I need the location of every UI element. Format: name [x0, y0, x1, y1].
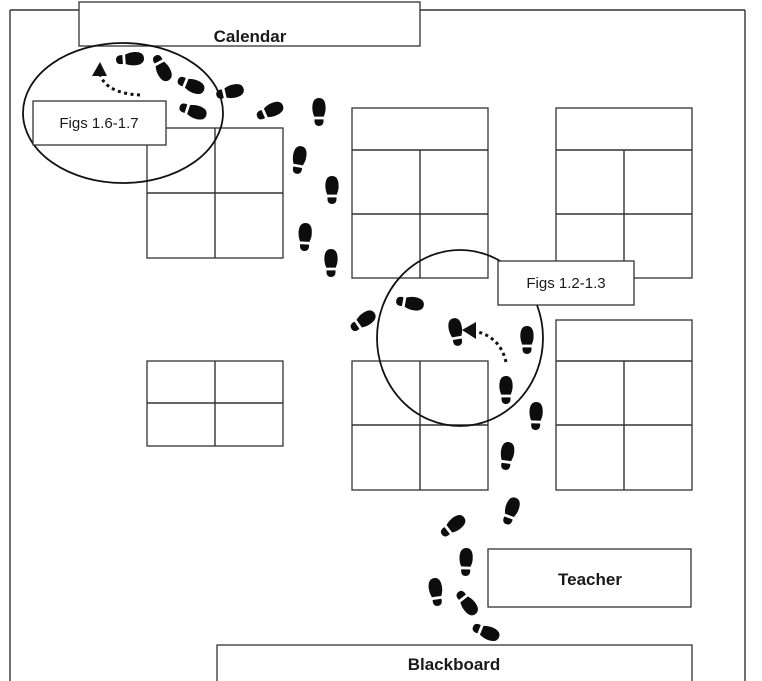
footprint-icon	[325, 176, 339, 204]
footprint-icon	[312, 98, 326, 126]
footprint-icon	[177, 76, 205, 95]
footprint-icon	[456, 590, 478, 616]
calendar-board: Calendar	[78, 1, 421, 47]
footprint-trail	[116, 52, 543, 642]
callout-figs-1-2-1-3: Figs 1.2-1.3	[497, 260, 635, 306]
footprint-icon	[520, 326, 534, 354]
callout-figs-1-6-1-7-label: Figs 1.6-1.7	[59, 115, 138, 132]
turn-arrow-middle	[462, 322, 508, 363]
footprint-icon	[448, 318, 463, 346]
footprint-icon	[298, 223, 312, 251]
footprint-icon	[179, 103, 207, 120]
footprint-icon	[440, 515, 466, 537]
footprint-icon	[350, 310, 376, 332]
footprint-icon	[256, 101, 284, 120]
callout-figs-1-2-1-3-label: Figs 1.2-1.3	[526, 275, 605, 292]
desk-cluster-middle-left	[146, 360, 284, 447]
footprint-icon	[500, 442, 515, 470]
footprint-icon	[116, 52, 144, 66]
callout-figs-1-6-1-7: Figs 1.6-1.7	[32, 100, 167, 146]
footprint-icon	[216, 84, 244, 99]
turn-arrow-top-left	[92, 62, 141, 97]
footprint-icon	[529, 402, 543, 430]
teacher-label: Teacher	[558, 570, 622, 589]
footprint-icon	[324, 249, 338, 277]
highlight-circle-top-left	[22, 42, 224, 184]
teacher-desk: Teacher	[487, 548, 692, 608]
footprint-icon	[459, 548, 473, 576]
desk-cluster-top-right	[555, 107, 693, 279]
footprint-icon	[292, 146, 307, 174]
highlight-circle-middle	[376, 249, 544, 427]
footprint-icon	[499, 376, 513, 404]
desk-cluster-top-left	[146, 127, 284, 259]
blackboard-label: Blackboard	[408, 655, 501, 674]
footprint-icon	[396, 296, 424, 311]
calendar-label: Calendar	[214, 27, 287, 46]
desk-cluster-bottom-right	[555, 319, 693, 491]
footprint-icon	[152, 55, 172, 82]
footprint-icon	[428, 578, 443, 606]
footprint-icon	[503, 497, 520, 525]
desk-cluster-top-middle	[351, 107, 489, 279]
blackboard: Blackboard	[216, 644, 693, 681]
footprint-icon	[472, 623, 500, 642]
